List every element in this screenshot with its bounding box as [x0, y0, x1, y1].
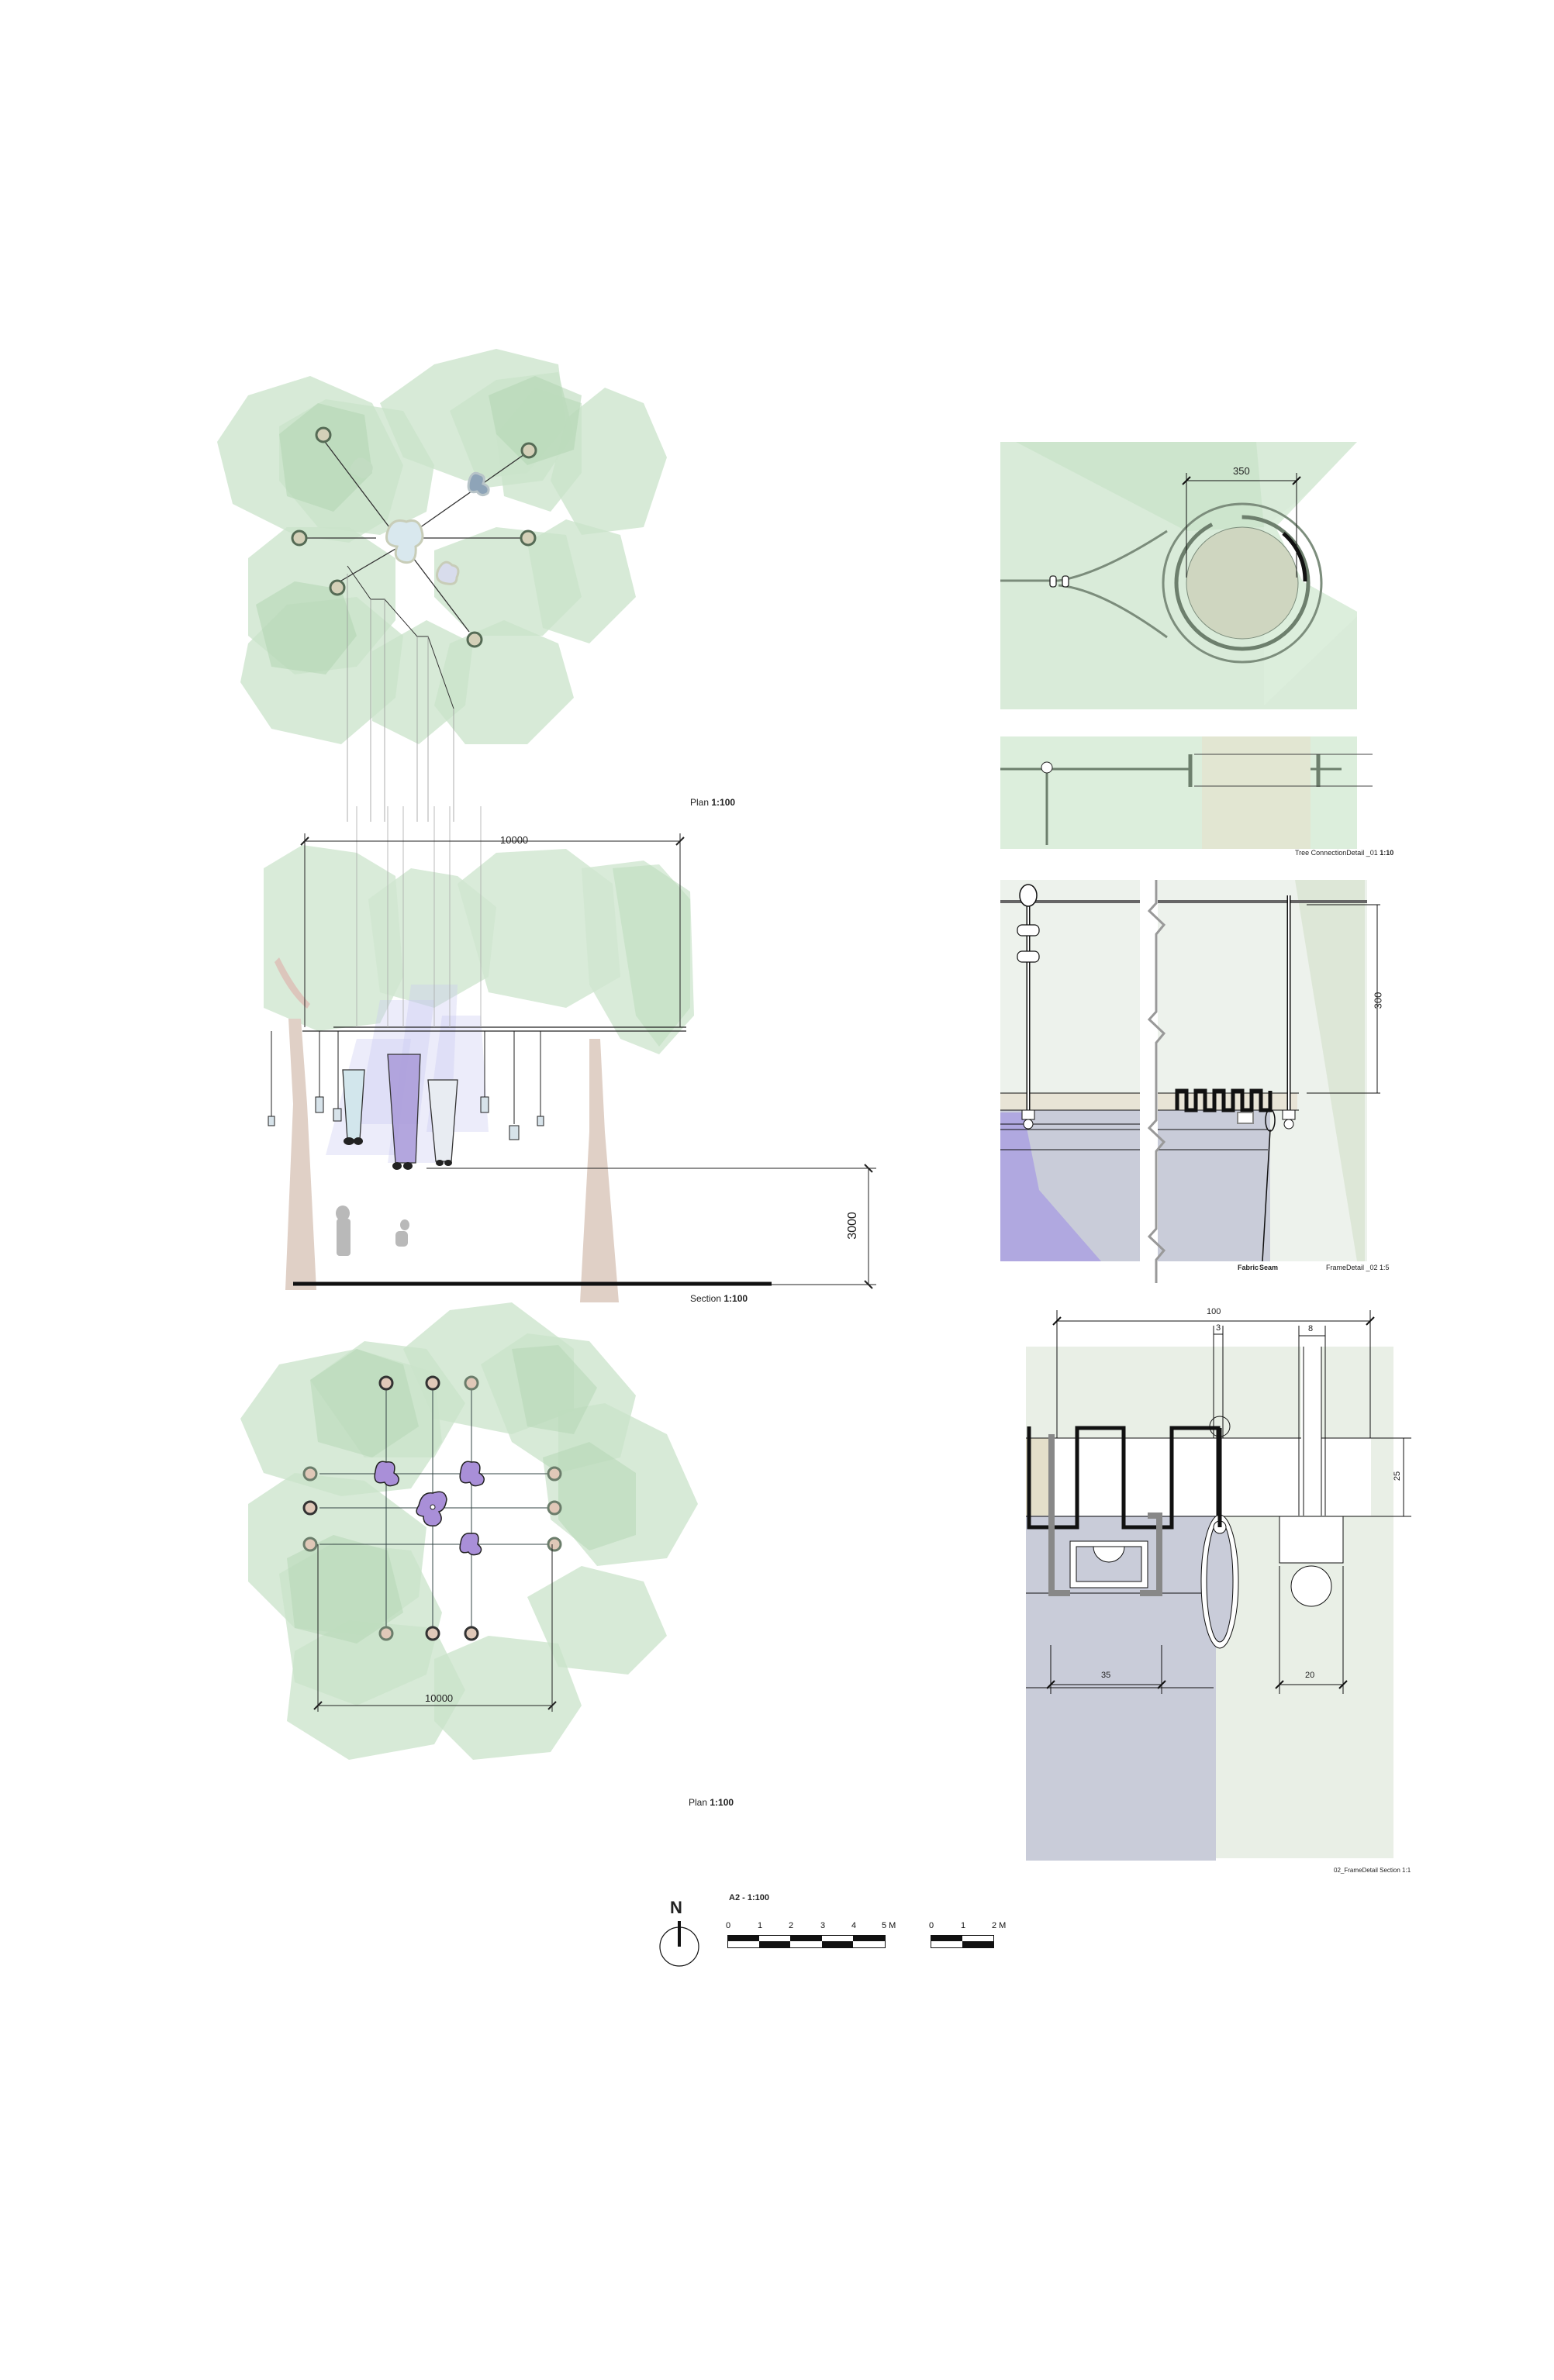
dim-clip: 35	[1101, 1671, 1111, 1680]
north-arrow-icon	[659, 1921, 699, 1967]
plan-top-caption: Plan 1:100	[690, 797, 735, 808]
label-fabric: Fabric	[1238, 1264, 1259, 1271]
caption-scale: 1:100	[711, 797, 736, 808]
section-span-dimension: 10000	[500, 834, 529, 846]
frame-section-drawing	[1026, 1310, 1411, 1861]
section-illustration	[264, 806, 876, 1302]
scalebar-large-graphic	[727, 1935, 886, 1948]
frame-detail-caption: FrameDetail _02 1:5	[1326, 1264, 1390, 1271]
north-label: N	[670, 1898, 682, 1917]
caption-scale: 1:100	[723, 1293, 748, 1304]
caption-scale: 1:100	[710, 1797, 734, 1808]
scale-tick: 3	[820, 1921, 826, 1930]
plan-bottom-drawing: 10000 Plan 1:100	[233, 1302, 775, 1830]
scale-tick: 5 M	[882, 1921, 896, 1930]
plan-top-canopy	[217, 349, 667, 822]
scale-tick: 2	[789, 1921, 794, 1930]
tree-connection-dimension: 350	[1233, 465, 1250, 477]
frame-elevation	[1000, 880, 1380, 1283]
tree-connection-plan	[1000, 442, 1373, 849]
section-caption: Section 1:100	[690, 1293, 748, 1304]
plan-bottom-span-dimension: 10000	[425, 1692, 454, 1704]
caption-scale: 1:10	[1380, 849, 1394, 857]
wire-clip-icon	[1017, 924, 1040, 936]
scale-tick: 0	[726, 1921, 731, 1930]
dim-height: 25	[1393, 1471, 1403, 1481]
caption-prefix: Plan	[689, 1797, 708, 1808]
detail-frame: 300 Fabric Seam FrameDetail _02 1:5	[1000, 880, 1390, 1299]
dim-ball: 20	[1305, 1671, 1315, 1680]
label-seam: Seam	[1259, 1264, 1279, 1271]
tree-anchor-icon	[315, 426, 332, 443]
tree-connection-caption: Tree ConnectionDetail _01 1:10	[1295, 849, 1393, 857]
scale-tick: 2 M	[992, 1921, 1007, 1930]
caption-prefix: Section	[690, 1293, 722, 1304]
plan-bottom-caption: Plan 1:100	[689, 1797, 734, 1808]
detail-tree-connection: 350 Tree ConnectionDetail _01 1:10	[1000, 442, 1393, 857]
dim-rod: 8	[1308, 1324, 1314, 1333]
north-arrow: N	[656, 1898, 703, 1968]
caption-prefix: Plan	[690, 797, 710, 808]
frame-section-caption: 02_FrameDetail Section 1:1	[1334, 1867, 1411, 1874]
section-height-dimension: 3000	[845, 1212, 859, 1240]
scalebar-small-graphic	[931, 1935, 994, 1948]
scalebar-small: 0 1 2 M	[929, 1921, 1024, 1960]
sheet-scale: A2 - 1:100	[729, 1893, 769, 1902]
detail-frame-section: 100 3 8 25 35 20 02_FrameDetail Section …	[1024, 1302, 1411, 1876]
frame-height-dimension: 300	[1372, 992, 1384, 1009]
dim-overall: 100	[1207, 1307, 1221, 1316]
section-drawing: 10000 3000 Section 1:100	[256, 806, 946, 1304]
scale-tick: 0	[929, 1921, 934, 1930]
scale-tick: 1	[758, 1921, 763, 1930]
wire-clip-icon	[1049, 575, 1057, 588]
tree-anchor-icon	[378, 1375, 394, 1391]
scale-tick: 4	[851, 1921, 857, 1930]
caption-prefix: Tree ConnectionDetail _01	[1295, 849, 1378, 857]
dim-wire: 3	[1216, 1323, 1221, 1333]
scale-tick: 1	[961, 1921, 966, 1930]
plan-bottom-canopy	[240, 1302, 698, 1760]
plan-top-drawing: Plan 1:100	[202, 341, 775, 822]
scalebar-large: 0 1 2 3 4 5 M	[726, 1921, 929, 1960]
